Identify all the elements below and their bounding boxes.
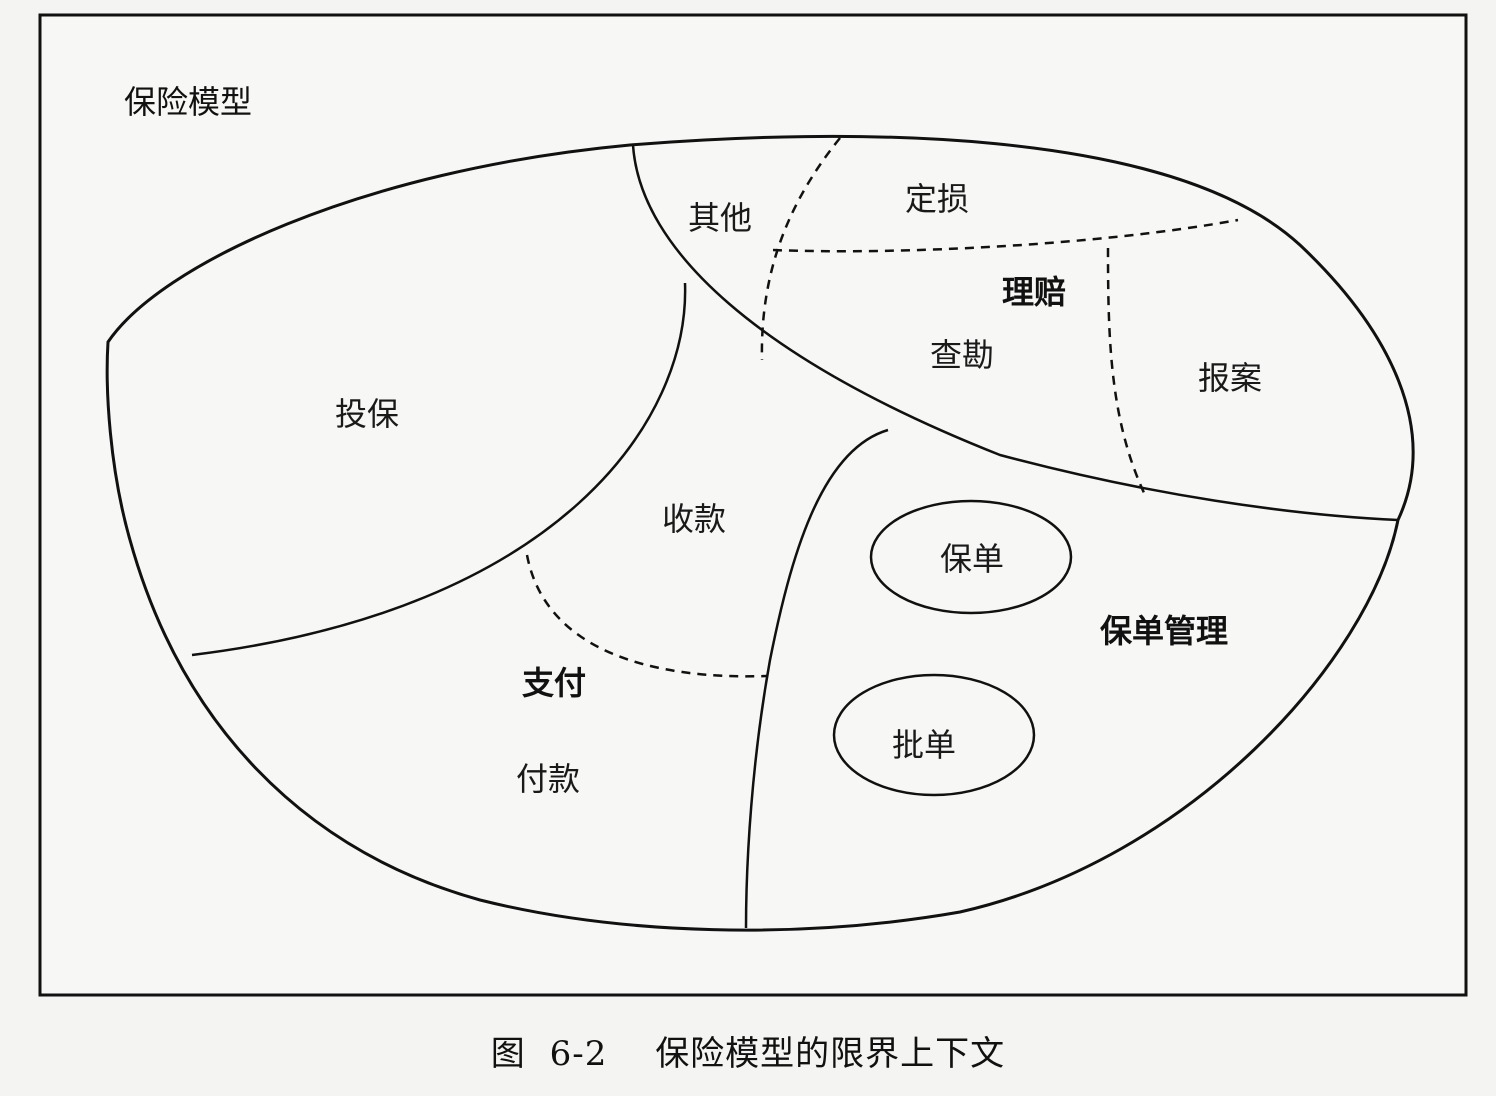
zhifu-label: 支付 xyxy=(522,664,586,702)
chakan-label: 查勘 xyxy=(930,336,994,374)
model-boundary xyxy=(105,134,1415,932)
claims-lower-boundary xyxy=(631,144,1399,522)
caption-prefix: 图 xyxy=(490,1034,526,1074)
toubao-boundary xyxy=(191,282,687,657)
toubao-label: 投保 xyxy=(335,395,399,433)
figure-caption: 图 6-2 保险模型的限界上下文 xyxy=(0,1026,1496,1075)
fukuan-label: 付款 xyxy=(516,760,580,798)
dingsun-dashed-divider xyxy=(772,218,1239,253)
baodan-guanli-label: 保单管理 xyxy=(1100,612,1228,650)
baodan-ellipse xyxy=(869,499,1073,615)
caption-text: 保险模型的限界上下文 xyxy=(655,1034,1006,1074)
model-title: 保险模型 xyxy=(124,83,252,121)
pidan-ellipse xyxy=(832,673,1036,797)
baoan-dashed-divider xyxy=(1106,247,1147,496)
lipei-label: 理赔 xyxy=(1002,273,1066,311)
dingsun-label: 定损 xyxy=(905,180,969,218)
pidan-label: 批单 xyxy=(892,726,956,764)
zhifu-dashed-divider xyxy=(525,554,769,678)
caption-number: 6-2 xyxy=(549,1034,608,1074)
model-frame xyxy=(38,13,1468,997)
baodan-label: 保单 xyxy=(940,540,1004,578)
qita-dashed-divider xyxy=(760,137,841,361)
shoukuan-label: 收款 xyxy=(662,500,726,538)
qita-label: 其他 xyxy=(688,199,752,237)
policy-management-boundary xyxy=(744,428,889,929)
baoan-label: 报案 xyxy=(1198,359,1262,397)
